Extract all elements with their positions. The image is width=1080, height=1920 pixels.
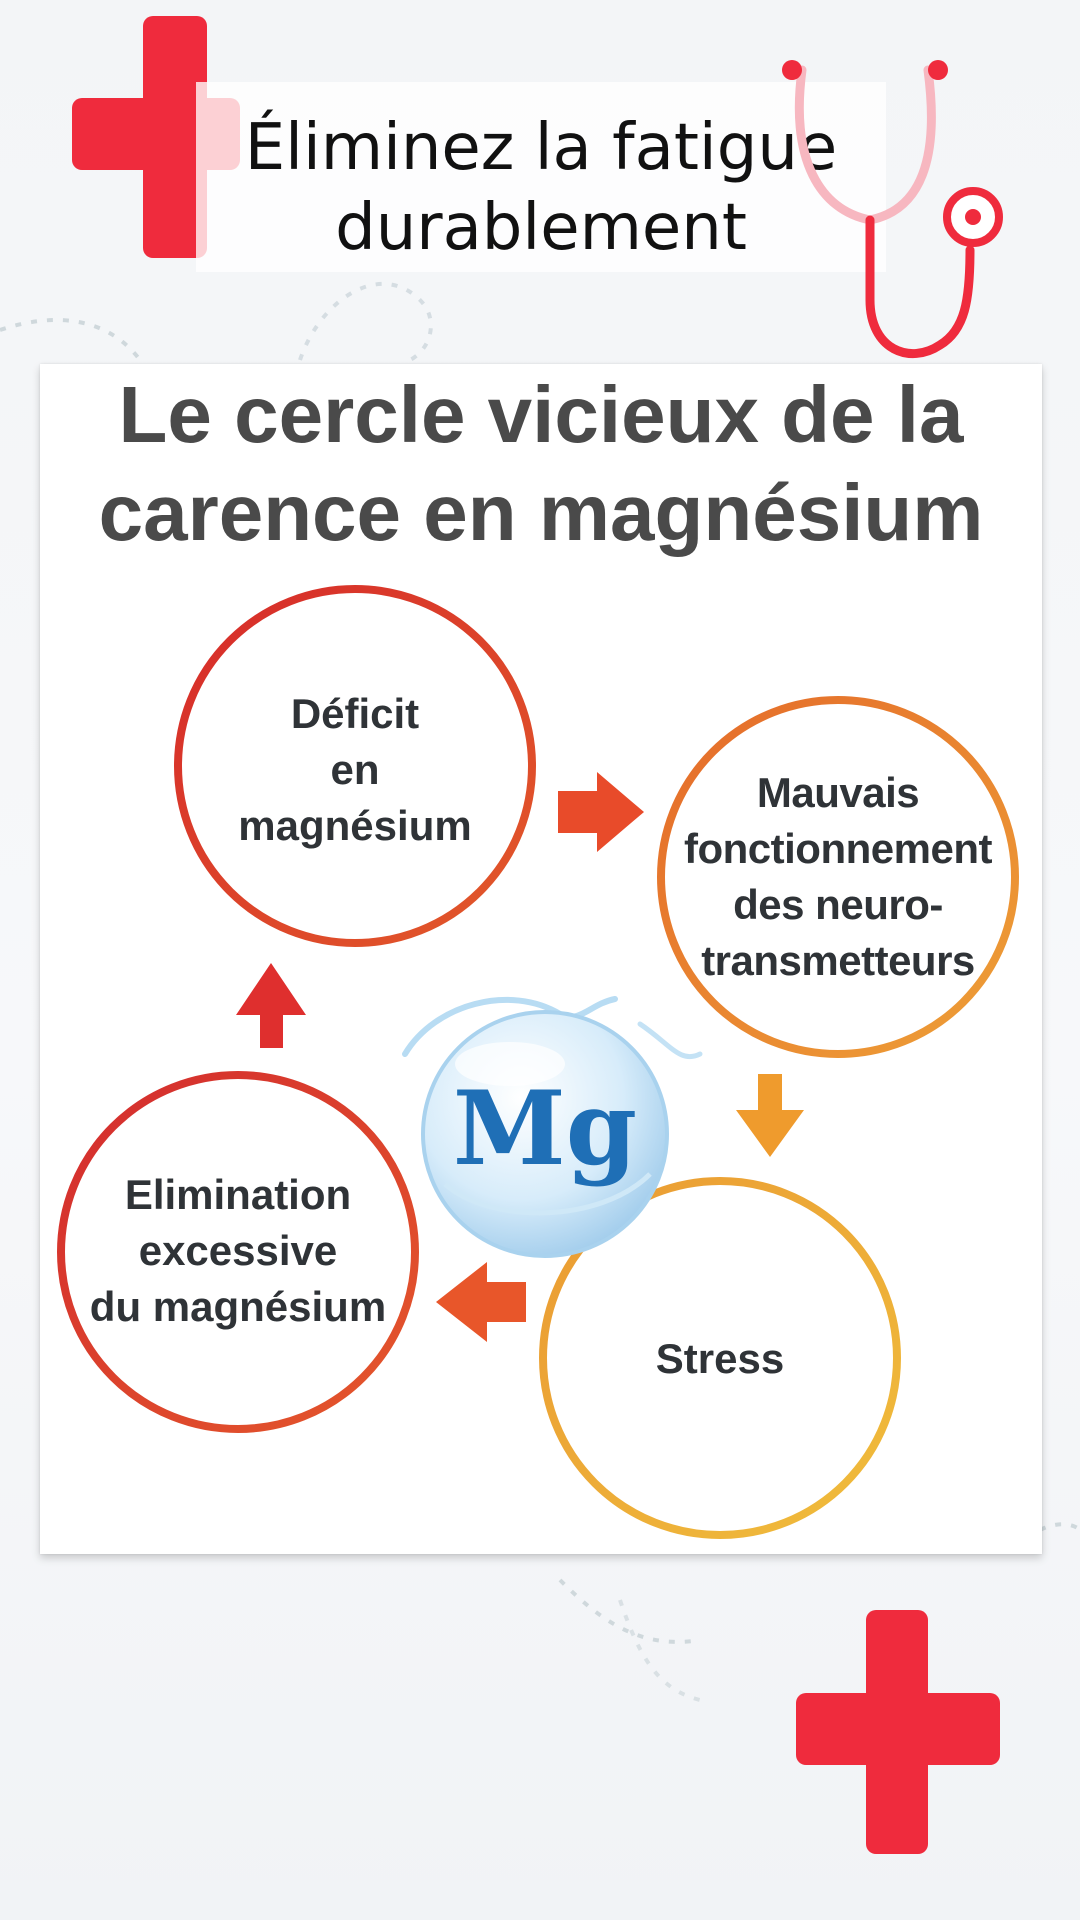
- node-neuro-label: Mauvais fonctionnement des neuro- transm…: [663, 765, 1013, 989]
- node-deficit-line-3: magnésium: [238, 802, 472, 849]
- node-neuro-line-3: des neuro-: [733, 881, 943, 928]
- arrow-right-icon: [558, 772, 644, 852]
- node-stress-circle: [539, 1177, 901, 1539]
- mg-symbol: Mg: [453, 1069, 637, 1189]
- node-neuro-line-1: Mauvais: [756, 769, 920, 816]
- stethoscope-icon: [782, 60, 1003, 358]
- node-elimination-circle: [57, 1071, 419, 1433]
- magnesium-sphere: Mg: [402, 996, 703, 1258]
- node-elimination-line-3: du magnésium: [89, 1283, 387, 1330]
- node-neuro-circle: [657, 696, 1019, 1058]
- title-line-2: durablement: [335, 191, 747, 265]
- page-title: Éliminez la fatigue durablement: [176, 108, 906, 268]
- node-deficit-line-1: Déficit: [290, 690, 420, 737]
- node-deficit-label: Déficit en magnésium: [215, 686, 495, 854]
- arrow-left-icon: [436, 1262, 526, 1342]
- node-elimination-label: Elimination excessive du magnésium: [70, 1167, 406, 1335]
- node-neuro-line-2: fonctionnement: [684, 825, 992, 872]
- diagram-title-line-2: carence en magnésium: [98, 468, 984, 557]
- cycle-diagram: Mg: [57, 585, 1019, 1539]
- node-deficit-line-2: en: [330, 746, 380, 793]
- node-neuro-line-4: transmetteurs: [701, 937, 975, 984]
- node-deficit-circle: [174, 585, 536, 947]
- node-stress-label: Stress: [580, 1331, 860, 1387]
- node-stress-line-1: Stress: [655, 1335, 785, 1382]
- title-line-1: Éliminez la fatigue: [244, 111, 838, 185]
- diagram-title-line-1: Le cercle vicieux de la: [118, 370, 964, 459]
- title-backdrop: [196, 82, 886, 272]
- arrow-up-icon: [236, 963, 306, 1048]
- node-elimination-line-1: Elimination: [124, 1171, 352, 1218]
- medical-cross-icon: [796, 1610, 1000, 1854]
- arrow-down-icon: [736, 1074, 804, 1157]
- diagram-title: Le cercle vicieux de la carence en magné…: [40, 366, 1042, 562]
- diagram-card: Le cercle vicieux de la carence en magné…: [40, 364, 1042, 1554]
- node-elimination-line-2: excessive: [138, 1227, 338, 1274]
